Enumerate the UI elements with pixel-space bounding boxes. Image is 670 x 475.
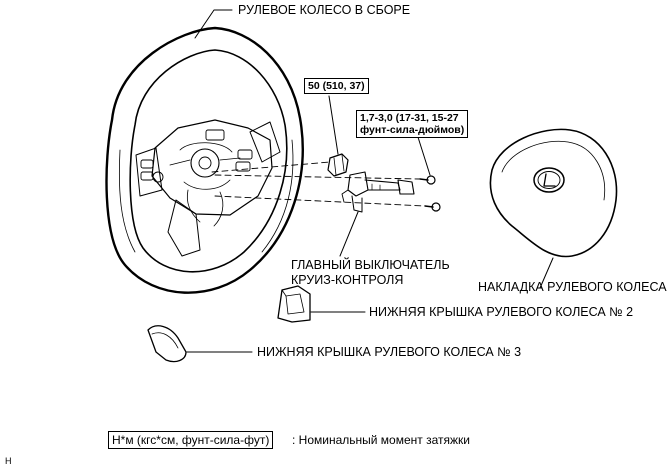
label-steering-wheel-assembly: РУЛЕВОЕ КОЛЕСО В СБОРЕ [238,3,411,17]
steering-wheel-assembly [105,26,304,294]
leader-cruise-switch [339,211,359,257]
label-steering-wheel-pad: НАКЛАДКА РУЛЕВОГО КОЛЕСА [478,280,667,294]
assembly-guide-lines [211,161,426,207]
leader-pad [539,257,554,289]
screw-upper [419,175,436,185]
label-cruise-switch-line2: КРУИЗ-КОНТРОЛЯ [291,273,404,287]
leader-nut-torque [328,95,339,155]
nut [327,153,349,177]
label-cruise-switch-line1: ГЛАВНЫЙ ВЫКЛЮЧАТЕЛЬ [291,258,450,272]
lower-cover-no2 [277,285,311,323]
label-cruise-switch: ГЛАВНЫЙ ВЫКЛЮЧАТЕЛЬ КРУИЗ-КОНТРОЛЯ [291,258,450,288]
cruise-control-switch [341,171,415,213]
lower-cover-no3 [147,325,187,363]
legend-unit-box: Н*м (кгс*см, фунт-сила-фут) [108,431,274,449]
label-lower-cover-2: НИЖНЯЯ КРЫШКА РУЛЕВОГО КОЛЕСА № 2 [369,305,634,319]
screw-lower [424,202,441,212]
figure-id: H [5,456,12,466]
torque-screw-line2: фунт-сила-дюймов) [360,124,465,136]
steering-wheel-pad [489,128,618,258]
torque-screw-line1: 1,7-3,0 (17-31, 15-27 [360,112,459,124]
torque-label-nut: 50 (510, 37) [304,78,369,94]
label-lower-cover-3: НИЖНЯЯ КРЫШКА РУЛЕВОГО КОЛЕСА № 3 [257,345,522,359]
leader-screw-torque [416,133,431,176]
torque-label-screw: 1,7-3,0 (17-31, 15-27 фунт-сила-дюймов) [356,110,469,138]
legend-meaning: : Номинальный момент затяжки [292,433,470,447]
leader-steering-wheel [194,9,233,39]
